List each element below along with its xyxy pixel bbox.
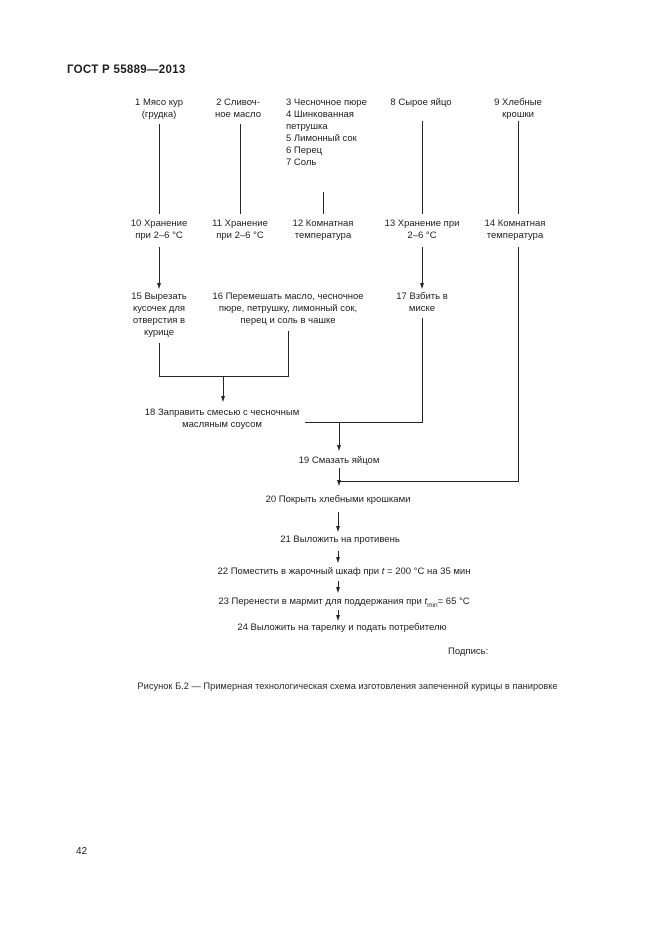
connector-line-2 [240,124,241,214]
flow-node-20: 20 Покрыть хлебными крошками [265,494,411,505]
arrow-line-to-22 [338,551,339,557]
flow-node-14: 14 Комнатная температура [484,218,546,241]
flow-node-18: 18 Заправить смесью с чесночным масляным… [144,407,300,430]
step23-text-post: = 65 °С [437,596,470,607]
arrowhead-to-20 [337,480,341,486]
connector-line-16-down [288,331,289,376]
flow-node-9: 9 Хлебные крошки [494,97,542,120]
flow-node-21: 21 Выложить на противень [280,534,400,545]
flow-node-19: 19 Смазать яйцом [298,455,380,466]
connector-line-3 [323,192,324,214]
connector-line-15-down [159,343,160,376]
merge-line-15-16 [159,376,289,377]
arrow-line-to-23 [338,581,339,587]
arrow-line-to-20 [339,468,340,480]
arrow-line-to-15 [159,247,160,283]
arrow-line-to-17 [422,247,423,283]
signature-label: Подпись: [448,646,489,657]
flow-node-8: 8 Сырое яйцо [390,97,452,108]
page-title: ГОСТ Р 55889—2013 [67,64,186,76]
connector-line-1 [159,124,160,214]
step23-text-pre: 23 Перенести в мармит для поддержания пр… [218,596,425,607]
flow-node-10: 10 Хранение при 2–6 °С [130,218,188,241]
connector-line-5 [518,121,519,214]
step22-text-post: = 200 °С на 35 мин [384,566,471,577]
flow-node-24: 24 Выложить на тарелку и подать потребит… [237,622,447,633]
arrowhead-to-21 [336,526,340,532]
flow-node-12: 12 Комнатная температура [292,218,354,241]
merge-line-17-18 [305,422,423,423]
arrow-line-to-18 [223,376,224,396]
arrowhead-to-24 [336,615,340,621]
flow-node-3-7: 3 Чесночное пюре 4 Шинкованная петрушка … [286,97,367,168]
arrowhead-to-19 [337,445,341,451]
merge-line-crumbs [339,481,519,482]
flow-node-16: 16 Перемешать масло, чесночное пюре, пет… [212,291,364,326]
arrow-line-to-19 [339,422,340,445]
figure-caption: Рисунок Б.2 — Примерная технологическая … [137,681,558,691]
arrow-line-to-24 [338,610,339,615]
connector-line-17-down [422,318,423,423]
page-number: 42 [76,846,88,857]
connector-line-4 [422,121,423,214]
flow-node-13: 13 Хранение при 2–6 °С [384,218,460,241]
step22-variable-t: t [381,566,385,577]
step23-subscript-min: min [427,601,438,609]
flow-node-1: 1 Мясо кур (грудка) [135,97,183,120]
step22-text-pre: 22 Поместить в жарочный шкаф при [217,566,382,577]
arrowhead-to-22 [336,557,340,563]
step23-variable-t: t [424,596,428,607]
flow-node-15: 15 Вырезать кусочек для отверстия в кури… [131,291,187,338]
flow-node-11: 11 Хранение при 2–6 °С [212,218,268,241]
arrowhead-to-18 [221,396,225,402]
flow-node-2: 2 Сливоч- ное масло [215,97,261,120]
connector-line-crumbs [518,247,519,482]
flow-node-22: 22 Поместить в жарочный шкаф при t = 200… [218,566,471,578]
flow-node-23: 23 Перенести в мармит для поддержания пр… [218,596,469,612]
flow-node-17: 17 Взбить в миске [396,291,448,314]
arrowhead-to-23 [336,587,340,593]
arrowhead-to-15 [157,283,161,289]
arrow-line-to-21 [338,512,339,526]
arrowhead-to-17 [420,283,424,289]
